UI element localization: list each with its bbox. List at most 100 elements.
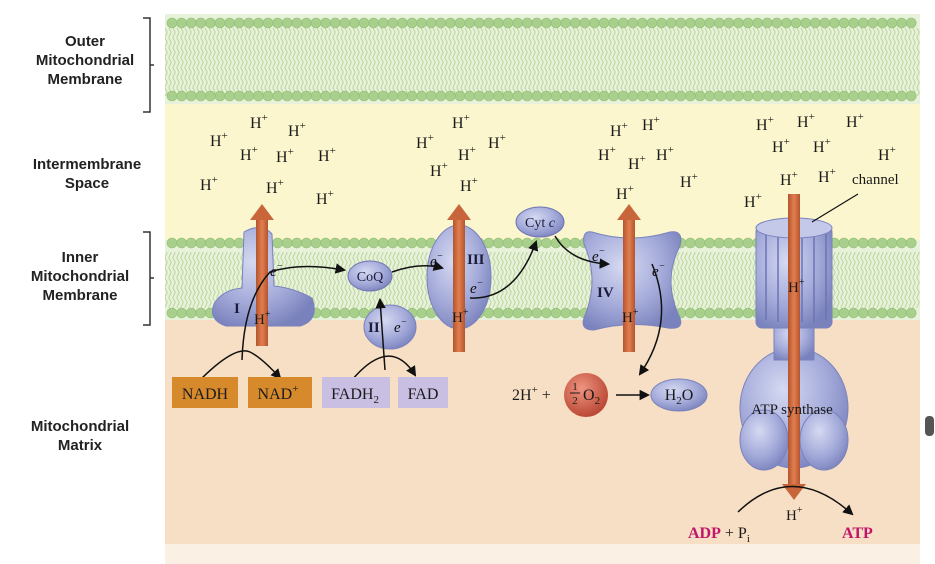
lipid-head: [550, 17, 562, 29]
lipid-head: [665, 17, 677, 29]
lipid-head: [387, 17, 399, 29]
lipid-head: [569, 307, 581, 319]
scrollbar-thumb[interactable]: [925, 416, 934, 436]
lipid-head: [685, 90, 696, 102]
lipid-head: [329, 17, 341, 29]
complex-iv-to-oxygen-path: [638, 263, 663, 376]
lipid-head: [800, 90, 811, 102]
lipid-head: [224, 17, 235, 29]
channel-label: channel: [852, 172, 899, 188]
proton-symbol: H+: [813, 136, 831, 156]
lipid-head: [166, 90, 178, 102]
lipid-head: [560, 17, 571, 29]
lipid-head: [704, 90, 715, 102]
lipid-head: [473, 90, 485, 102]
half-numerator: 1: [572, 381, 578, 393]
lipid-head: [406, 90, 418, 102]
o2-text: O2: [583, 387, 600, 407]
lipid-head: [416, 90, 427, 102]
lipid-head: [637, 17, 648, 29]
lipid-head: [416, 307, 427, 319]
lipid-head: [358, 237, 370, 249]
lipid-head: [349, 237, 360, 249]
proton-symbol: H+: [488, 132, 506, 152]
lipid-head: [704, 307, 715, 319]
adp-pi-label: ADP + Pi: [688, 525, 750, 545]
lipid-head: [368, 237, 379, 249]
lipid-head: [445, 90, 456, 102]
lipid-head: [848, 17, 859, 29]
proton-symbol: H+: [266, 177, 284, 197]
lipid-head: [531, 307, 543, 319]
lipid-head: [281, 90, 293, 102]
lipid-head: [205, 17, 216, 29]
lipid-head: [829, 90, 840, 102]
lipid-head: [205, 237, 216, 249]
atp-synthase-head-lobe-left: [739, 409, 789, 471]
proton-symbol: H+: [772, 136, 790, 156]
complex-ii-shape: [363, 304, 417, 350]
lipid-head: [560, 307, 571, 319]
proton-symbol: H+: [680, 171, 698, 191]
lipid-head: [176, 237, 187, 249]
lipid-head: [521, 307, 533, 319]
proton-symbol: H+: [250, 112, 268, 132]
lipid-head: [243, 17, 255, 29]
lipid-head: [694, 237, 706, 249]
lipid-head: [905, 17, 917, 29]
outer-label-line3: Membrane: [47, 71, 123, 88]
lipid-head: [541, 90, 552, 102]
matrix-label: Mitochondrial Matrix: [5, 417, 155, 455]
lipid-head: [829, 17, 840, 29]
lipid-head: [253, 90, 264, 102]
oxygen-molecule: [564, 373, 608, 417]
lipid-head: [214, 90, 226, 102]
lipid-head: [425, 17, 437, 29]
outer-membrane-heads-bottom: [166, 90, 917, 102]
lipid-head: [531, 17, 543, 29]
lipid-head: [214, 17, 226, 29]
complex-iv-label: IV: [597, 285, 614, 301]
lipid-head: [608, 17, 619, 29]
lipid-head: [358, 17, 370, 29]
lipid-head: [857, 17, 869, 29]
proton-symbol: H+: [797, 111, 815, 131]
lipid-head: [176, 17, 187, 29]
proton-symbol: H+: [788, 277, 805, 296]
nad-box: [248, 377, 312, 408]
lipid-head: [665, 90, 677, 102]
lipid-head: [349, 307, 360, 319]
lipid-head: [781, 90, 792, 102]
lipid-head: [387, 237, 399, 249]
complex-ii-to-coq-path: [375, 297, 386, 371]
proton-symbol: H+: [610, 120, 628, 140]
outer-membrane-bracket: [143, 17, 154, 113]
lipid-head: [435, 90, 447, 102]
lipid-head: [224, 237, 235, 249]
lipid-head: [339, 237, 351, 249]
lipid-head: [819, 90, 831, 102]
lipid-head: [185, 90, 197, 102]
inner-membrane-label: Inner Mitochondrial Membrane: [5, 248, 155, 305]
lipid-head: [166, 307, 178, 319]
lipid-head: [733, 17, 744, 29]
lipid-head: [761, 90, 773, 102]
lipid-head: [579, 17, 591, 29]
coq-carrier: [347, 260, 393, 292]
lipid-head: [435, 17, 447, 29]
lipid-head: [185, 307, 197, 319]
lipid-head: [531, 90, 543, 102]
intermembrane-protons: H+H+H+H+H+H+H+H+H+H+H+H+H+H+H+H+H+H+H+H+…: [200, 111, 896, 211]
lipid-head: [368, 17, 379, 29]
cyt-c-label: Cyt c: [525, 216, 556, 231]
lipid-head: [905, 307, 917, 319]
lipid-head: [483, 17, 495, 29]
lipid-head: [886, 90, 898, 102]
electron-label: e−: [592, 246, 605, 265]
fad-label: FAD: [408, 386, 439, 403]
proton-symbol: H+: [818, 166, 836, 186]
lipid-head: [685, 237, 696, 249]
lipid-head: [598, 17, 610, 29]
atp-label: ATP: [842, 525, 873, 542]
lipid-head: [867, 90, 879, 102]
